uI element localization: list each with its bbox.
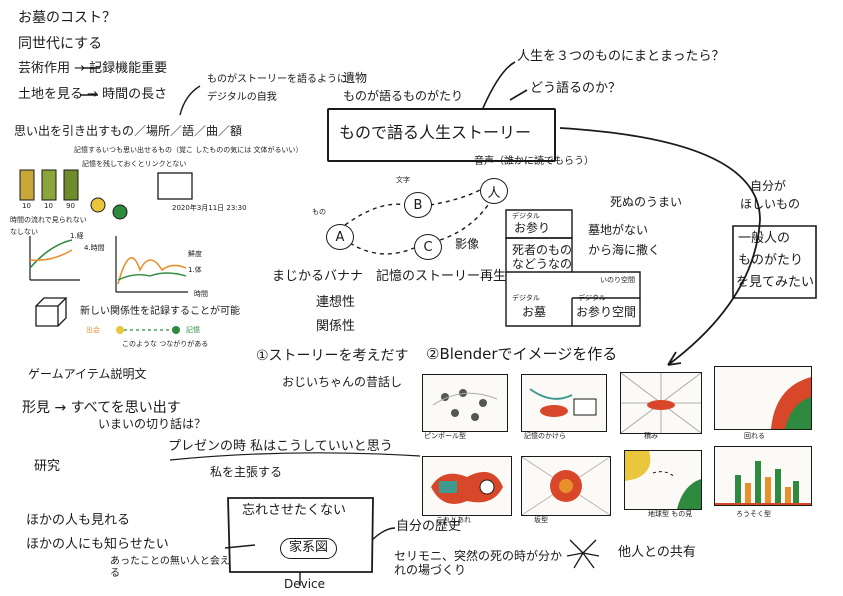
memory-caption-2: なしない — [10, 228, 38, 236]
node-c: C — [414, 234, 442, 260]
thumb-slope — [521, 456, 611, 516]
meet-strangers: あったことの無い人と会える — [110, 556, 230, 579]
thumb-label-5: これとあれ — [436, 516, 471, 524]
graph-label-1: 1.経 — [70, 232, 84, 240]
thumb-earth — [624, 450, 702, 510]
thumb-rotating — [714, 366, 812, 430]
relic-subheading: ものが語るものがたり — [343, 89, 464, 103]
step-1-sub: おじいちゃんの昔話し — [282, 375, 403, 389]
presentation-line-2: 私を主張する — [210, 465, 283, 479]
cost-question: お墓のコスト？ — [18, 10, 116, 26]
dot-note: このような つながりがある — [122, 340, 209, 348]
generation-note: 同世代にする — [18, 36, 103, 52]
stair-row-8: デジタル — [578, 294, 606, 302]
land-note: 土地を見る → 時間の長さ — [18, 87, 168, 102]
thumb-stacked — [620, 372, 702, 434]
thumb-this-and-that — [422, 456, 512, 516]
swatch-label-1: 10 — [22, 202, 31, 210]
future-question-2: どう語るのか？ — [530, 81, 622, 96]
dot-left-label: 出会 — [86, 326, 100, 334]
thumb-label-3: 積み — [644, 432, 658, 440]
keepsake-note: 形見 → すべてを思い出す — [22, 400, 181, 416]
thumb-candle — [714, 446, 812, 506]
tag-moji: 文字 — [396, 176, 410, 184]
future-question-1: 人生を３つのものにまとまったら？ — [517, 49, 725, 64]
keepsake-sub: いまいの切り話は？ — [98, 417, 207, 431]
graph-label-5: 時間 — [194, 290, 208, 298]
voice-note: 音声（誰かに読でもらう） — [474, 156, 594, 167]
presentation-line-1: プレゼンの時 私はこうしていいと思う — [168, 439, 393, 454]
others-can-see: ほかの人も見れる — [26, 513, 131, 528]
game-item-note: ゲームアイテム説明文 — [28, 367, 147, 381]
stair-row-6: デジタル — [512, 294, 540, 302]
node-b: B — [404, 192, 432, 218]
wish-line-1: 一般人の — [738, 231, 791, 246]
thumb-label-4: 回れる — [744, 432, 765, 440]
art-note: 芸術作用 → 記録機能重要 — [18, 61, 168, 76]
memory-story-replay: 記憶のストーリー再生 — [376, 269, 507, 284]
thumb-label-7: 地球型 もの見 — [648, 510, 693, 518]
digital-ego-memo: デジタルの自我 — [207, 92, 277, 103]
memory-caption-1: 時間の流れで見られない — [10, 216, 87, 224]
thumb-label-1: ピンポール型 — [424, 432, 466, 440]
thumb-label-6: 坂型 — [534, 516, 548, 524]
graph-label-4: 1.体 — [188, 266, 202, 274]
family-tree: 家系図 — [280, 538, 338, 559]
stair-row-3: 死者のもの — [512, 243, 573, 257]
stair-row-2: お参り — [514, 221, 551, 235]
thumb-pinpole — [422, 374, 508, 432]
main-theme-box: もので語る人生ストーリー — [327, 108, 556, 162]
ceremony-note: セリモニ、突然の死の時が分かれの場づくり — [394, 549, 563, 577]
stair-row-5: いのり空間 — [600, 276, 635, 284]
memory-note-1: 記憶するいつも思い出せるもの（覚こ したものの気には 文体がるいい） — [74, 146, 303, 154]
limit-note-2: から海に撒く — [588, 243, 661, 257]
stair-row-9: お参り空間 — [576, 305, 637, 319]
tell-others: ほかの人にも知らせたい — [26, 537, 169, 552]
relic-heading: 遺物 — [343, 71, 368, 85]
limit-note-1: 墓地がない — [588, 223, 649, 237]
stair-row-1: デジタル — [512, 212, 540, 220]
thumb-memory-fragment — [521, 374, 607, 432]
graph-label-2: 4.時間 — [84, 244, 105, 252]
step-2: ②Blenderでイメージを作る — [426, 345, 618, 363]
memory-note-2: 記憶を残しておくとリンクとない — [82, 160, 187, 168]
node-a: A — [326, 224, 354, 250]
wish-line-3: を見てみたい — [736, 275, 815, 290]
tag-mono: もの — [312, 208, 326, 216]
swatch-label-3: 90 — [66, 202, 75, 210]
node-person: 人 — [480, 178, 508, 204]
wish-lead-2: ほしいもの — [740, 197, 801, 211]
relationship: 関係性 — [316, 319, 356, 334]
main-theme-title: もので語る人生ストーリー — [339, 123, 532, 142]
own-history: 自分の歴史 — [396, 519, 462, 534]
memory-title: 思い出を引き出すもの／場所／語／曲／額 — [14, 124, 243, 138]
magical-banana: まじかるバナナ — [272, 269, 364, 284]
memory-date: 2020年3月11日 23:30 — [172, 204, 247, 212]
dont-forget-title: 忘れさせたくない — [242, 503, 347, 518]
swatch-label-2: 10 — [44, 202, 53, 210]
step-1: ①ストーリーを考えだす — [256, 348, 409, 364]
association: 連想性 — [316, 295, 356, 310]
device-label: Device — [284, 577, 326, 591]
death-note: 死ぬのうまい — [610, 195, 683, 209]
story-memo: ものがストーリーを語るように — [207, 74, 347, 85]
stair-row-7: お墓 — [522, 305, 547, 319]
wish-line-2: ものがたり — [738, 253, 804, 268]
thumb-label-8: ろうそく型 — [736, 510, 771, 518]
cube-note: 新しい関係性を記録することが可能 — [80, 306, 240, 317]
share-with-others: 他人との共有 — [618, 545, 696, 560]
stair-row-4: などうなの — [512, 257, 573, 271]
dot-right-label: 記憶 — [186, 326, 200, 334]
research-note: 研究 — [34, 459, 61, 474]
tag-eizo: 影像 — [455, 237, 480, 251]
thumb-label-2: 記憶のかけら — [524, 432, 566, 440]
graph-label-3: 鮮度 — [188, 250, 202, 258]
wish-lead-1: 自分が — [750, 179, 787, 193]
